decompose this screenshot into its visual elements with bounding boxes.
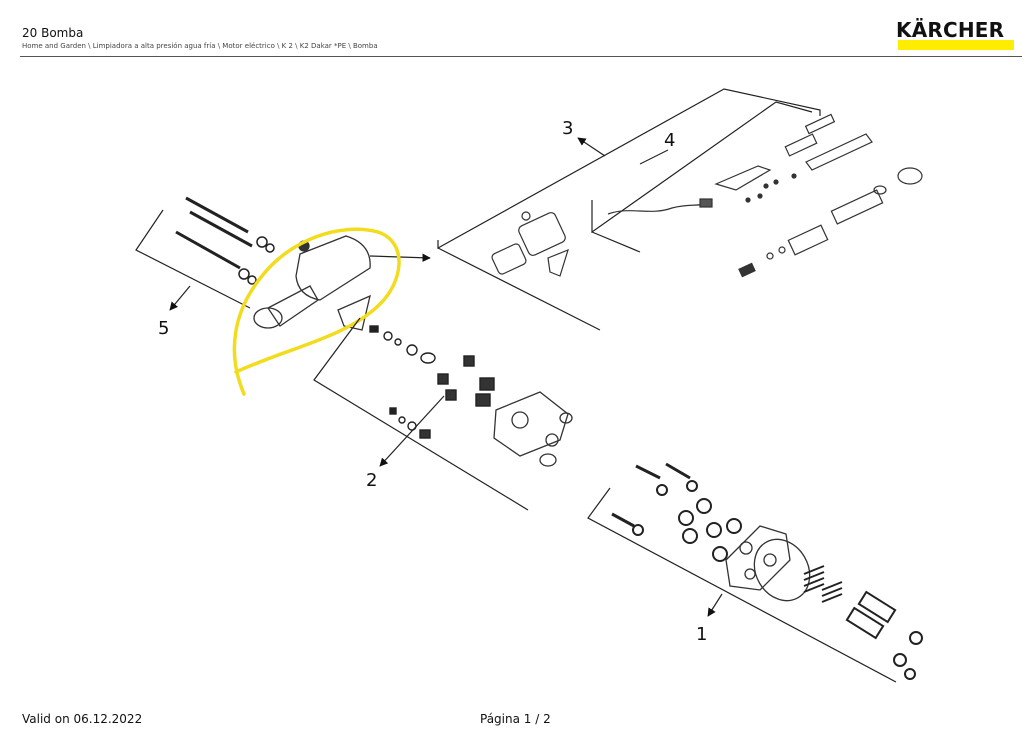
callout-label-1: 1: [696, 624, 707, 645]
group-2-bracket: [313, 317, 529, 511]
seals-and-rings-1: [632, 480, 742, 562]
spray-gun-parts-4: [607, 113, 923, 278]
screw-washers-5: [238, 236, 275, 285]
header-divider: [20, 56, 1022, 57]
karcher-logo: KÄRCHER: [894, 18, 1016, 54]
pump-cylinder-head-2: [493, 391, 573, 467]
callout-4-leader: [639, 149, 669, 165]
callout-label-3: 3: [562, 118, 573, 139]
exploded-parts-diagram: 1 2 3 4 5: [135, 88, 923, 683]
callout-2-leader: [379, 395, 445, 467]
pump-head-assembly-3: [491, 211, 569, 277]
valid-on-date: Valid on 06.12.2022: [22, 712, 143, 726]
callout-label-5: 5: [158, 318, 169, 339]
callout-3-leader: [577, 137, 606, 157]
group-5-bracket: [135, 209, 251, 309]
page-number: Página 1 / 2: [480, 712, 551, 726]
pump-housing-1: [725, 525, 811, 602]
brand-wordmark: KÄRCHER: [896, 18, 1005, 42]
group-3-bracket: [437, 88, 821, 331]
callout-1-leader: [707, 593, 723, 617]
breadcrumb[interactable]: Home and Garden \ Limpiadora a alta pres…: [22, 42, 378, 50]
motor-housing-5: [253, 235, 371, 331]
callout-label-4: 4: [664, 130, 675, 151]
valve-parts-2: [369, 325, 495, 439]
brand-yellow-bar: [898, 40, 1014, 50]
page-title: 20 Bomba: [22, 26, 84, 40]
group-4-bracket: [591, 101, 813, 253]
long-screws-5: [175, 196, 253, 270]
group-1-bracket: [587, 487, 897, 683]
screws-1: [611, 462, 691, 528]
highlight-annotation: [232, 227, 401, 396]
callout-5-leader: [169, 285, 191, 311]
callout-label-2: 2: [366, 470, 377, 491]
springs-and-pistons-1: [803, 565, 923, 680]
